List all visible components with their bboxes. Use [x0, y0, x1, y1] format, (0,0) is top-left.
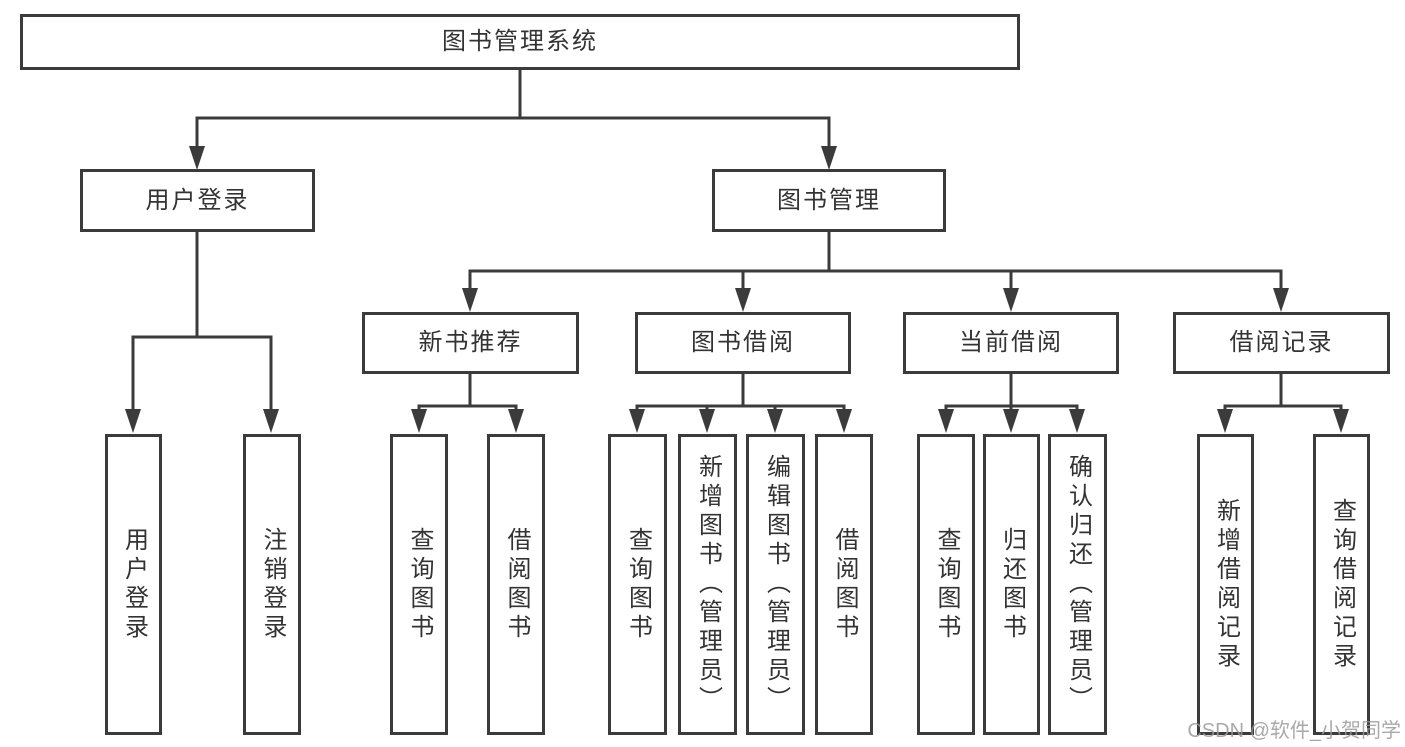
leaf-borrow-books: 借阅图书: [815, 434, 873, 735]
connector-new-book-recommend: [411, 374, 524, 433]
leaf-borrow-books-recommend: 借阅图书: [487, 434, 545, 735]
leaf-query-books-recommend-label: 查询图书: [406, 526, 433, 643]
watermark: CSDN @软件_小贺同学: [1187, 720, 1401, 742]
node-root-label: 图书管理系统: [442, 28, 598, 55]
leaf-confirm-return-admin-label: 确认归还（管理员）: [1064, 454, 1092, 715]
leaf-logout-label: 注销登录: [259, 526, 286, 643]
leaf-borrow-books-recommend-label: 借阅图书: [503, 526, 530, 643]
node-root: 图书管理系统: [20, 14, 1020, 70]
node-current-borrow-label: 当前借阅: [959, 329, 1063, 356]
connector-book-borrow: [629, 374, 852, 433]
leaf-add-borrow-record: 新增借阅记录: [1197, 434, 1254, 735]
leaf-logout: 注销登录: [243, 434, 301, 735]
leaf-query-borrow-record-label: 查询借阅记录: [1328, 497, 1356, 672]
leaf-add-book-admin-label: 新增图书（管理员）: [694, 454, 722, 715]
leaf-add-borrow-record-label: 新增借阅记录: [1212, 497, 1240, 672]
node-new-book-recommend-label: 新书推荐: [418, 329, 523, 356]
node-new-book-recommend: 新书推荐: [362, 312, 579, 374]
leaf-borrow-books-label: 借阅图书: [831, 526, 858, 643]
leaf-query-books-current-label: 查询图书: [933, 526, 960, 643]
connector-user-login: [125, 232, 279, 433]
node-borrow-records-label: 借阅记录: [1229, 329, 1334, 356]
leaf-query-books-borrow: 查询图书: [608, 434, 667, 735]
leaf-return-books-label: 归还图书: [998, 526, 1026, 643]
node-user-login-label: 用户登录: [145, 186, 250, 214]
leaf-query-borrow-record: 查询借阅记录: [1313, 434, 1370, 735]
leaf-return-books: 归还图书: [983, 434, 1040, 735]
leaf-edit-book-admin-label: 编辑图书（管理员）: [762, 454, 790, 715]
leaf-query-books-current: 查询图书: [917, 434, 975, 735]
connector-borrow-records: [1217, 374, 1349, 433]
connector-book-management: [462, 232, 1289, 312]
node-user-login: 用户登录: [80, 169, 315, 232]
leaf-edit-book-admin: 编辑图书（管理员）: [746, 434, 805, 735]
leaf-query-books-borrow-label: 查询图书: [624, 526, 652, 643]
leaf-add-book-admin: 新增图书（管理员）: [678, 434, 737, 735]
node-book-management-label: 图书管理: [777, 186, 881, 214]
node-book-borrow-label: 图书借阅: [691, 329, 795, 356]
node-current-borrow: 当前借阅: [903, 312, 1119, 374]
leaf-confirm-return-admin: 确认归还（管理员）: [1048, 434, 1107, 735]
leaf-user-login: 用户登录: [105, 434, 162, 735]
connector-current-borrow: [938, 374, 1085, 433]
node-book-management: 图书管理: [712, 169, 946, 232]
node-borrow-records: 借阅记录: [1173, 312, 1390, 374]
leaf-query-books-recommend: 查询图书: [390, 434, 448, 735]
connector-root: [189, 70, 837, 170]
leaf-user-login-label: 用户登录: [120, 526, 148, 643]
node-book-borrow: 图书借阅: [635, 312, 851, 374]
